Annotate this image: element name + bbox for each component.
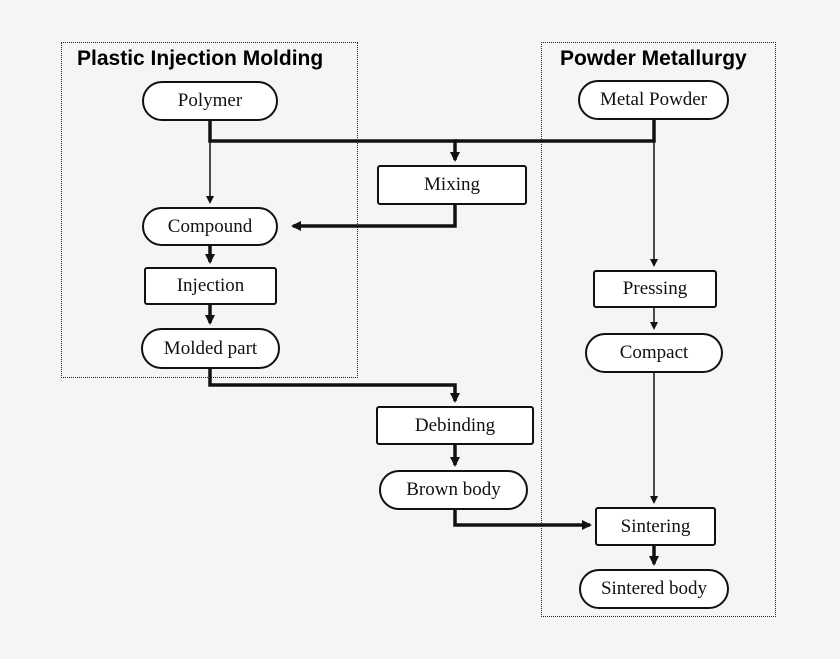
- powder-metallurgy-group: [541, 42, 776, 617]
- brown-body-node: Brown body: [379, 470, 528, 510]
- polymer-node: Polymer: [142, 81, 278, 121]
- plastic-injection-molding-group: [61, 42, 358, 378]
- sintered-body-node: Sintered body: [579, 569, 729, 609]
- plastic-injection-molding-title: Plastic Injection Molding: [77, 47, 324, 70]
- mixing-to-compound-connector: [291, 205, 457, 231]
- molded-part-node: Molded part: [141, 328, 280, 369]
- powder-metallurgy-title: Powder Metallurgy: [560, 47, 747, 70]
- pressing-node: Pressing: [593, 270, 717, 308]
- compact-node: Compact: [585, 333, 723, 373]
- injection-node: Injection: [144, 267, 277, 305]
- metal-powder-node: Metal Powder: [578, 80, 729, 120]
- sintering-node: Sintering: [595, 507, 716, 546]
- debinding-node: Debinding: [376, 406, 534, 445]
- polymer-to-mixing-connector: [208, 120, 460, 162]
- compound-node: Compound: [142, 207, 278, 246]
- mixing-node: Mixing: [377, 165, 527, 205]
- brown-body-to-sintering-connector: [453, 510, 592, 530]
